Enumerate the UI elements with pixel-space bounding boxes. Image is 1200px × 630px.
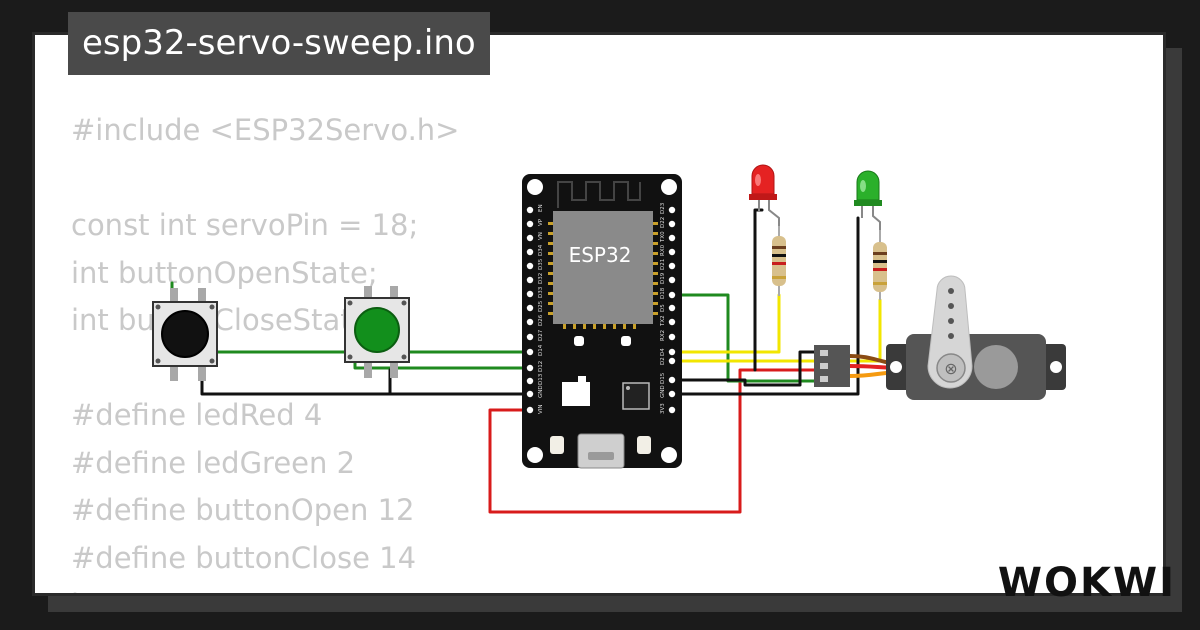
pin-label: TX0 — [660, 231, 666, 243]
wire-gnd-servo — [670, 350, 817, 387]
pin-label: D21 — [660, 259, 666, 270]
wire-vin — [488, 368, 817, 514]
pin-label: D12 — [538, 361, 544, 372]
pin-label: RX2 — [660, 330, 666, 341]
code-line: const int servoPin = 18; — [71, 208, 419, 242]
pin-label: GND — [660, 385, 666, 398]
module-pins — [548, 222, 658, 329]
wokwi-logo: WOKWI — [997, 560, 1176, 606]
black-pushbutton[interactable] — [152, 288, 218, 381]
code-line: int buttonOpenState; — [71, 255, 378, 290]
pin-labels-right: D23 D22 TX0 RX0 D21 D19 D18 D5 TX2 RX2 D… — [660, 202, 666, 414]
header-pins-left — [526, 206, 534, 414]
reset-button[interactable] — [550, 436, 564, 454]
wire-servo-signal — [670, 293, 817, 383]
pin-label: VP — [538, 218, 544, 226]
button-cap — [354, 307, 400, 353]
red-led[interactable] — [749, 164, 780, 232]
pin-label: D18 — [660, 287, 666, 299]
green-led[interactable] — [854, 170, 882, 236]
pin-label: D32 — [538, 273, 544, 284]
code-line: int pos = 90; — [71, 582, 459, 593]
pin-label: 3V3 — [660, 403, 666, 414]
pin-label: D19 — [660, 272, 666, 284]
servo-horn[interactable]: ⊗ — [927, 275, 973, 389]
micro-usb-port[interactable] — [577, 433, 625, 469]
resistor — [873, 230, 887, 300]
button-cap — [161, 310, 209, 358]
pin-labels-left: EN VP VN D34 D35 D32 D33 D25 D26 D27 D14… — [538, 204, 544, 414]
resistor — [772, 226, 786, 296]
voltage-regulator — [562, 382, 590, 406]
pin-label: D23 — [660, 202, 666, 214]
screw-icon: ⊗ — [944, 359, 957, 378]
pin-label: D13 — [538, 373, 544, 385]
servo-motor[interactable]: ⊗ — [886, 275, 1066, 400]
pin-label: VIN — [538, 405, 544, 415]
code-line: #define buttonClose 14 — [71, 540, 417, 575]
mounting-pad — [574, 336, 584, 346]
pin-label: D35 — [538, 258, 544, 270]
pin-label: TX2 — [660, 315, 666, 327]
pin-label: D15 — [660, 372, 666, 384]
pin-label: D2 — [660, 357, 666, 365]
wire-gnd-right — [670, 216, 860, 396]
file-name-tab[interactable]: esp32-servo-sweep.ino — [68, 12, 490, 75]
code-line: #include <ESP32Servo.h> — [71, 113, 460, 147]
code-line: #define ledRed 4 — [71, 398, 323, 432]
pin-label: RX0 — [660, 244, 666, 256]
pin-label: D14 — [538, 344, 544, 356]
esp32-board[interactable]: ESP32 EN VP VN D34 D35 D32 D33 D25 D26 — [522, 174, 682, 469]
board-label: ESP32 — [569, 243, 632, 267]
pin-label: VN — [538, 232, 544, 240]
mounting-pad — [621, 336, 631, 346]
pin-label: D25 — [538, 300, 544, 312]
antenna-trace — [557, 181, 641, 208]
pin-label: EN — [538, 204, 544, 212]
code-line: #define ledGreen 2 — [71, 445, 356, 480]
wire-gnd-red-led — [753, 208, 764, 372]
header-pins-right — [668, 206, 676, 414]
pin-label: GND — [538, 385, 544, 398]
pin-label: D34 — [538, 244, 544, 256]
pin-label: D22 — [660, 217, 666, 228]
code-line: #define buttonOpen 12 — [71, 493, 415, 527]
wire-red-led — [670, 293, 781, 354]
boot-button[interactable] — [637, 436, 651, 454]
pin-label: D27 — [538, 329, 544, 341]
green-pushbutton[interactable] — [344, 286, 410, 378]
pin-label: D33 — [538, 286, 544, 298]
pin-label: D26 — [538, 314, 544, 326]
pin-label: D4 — [660, 348, 666, 356]
pin-label: D5 — [660, 304, 666, 312]
